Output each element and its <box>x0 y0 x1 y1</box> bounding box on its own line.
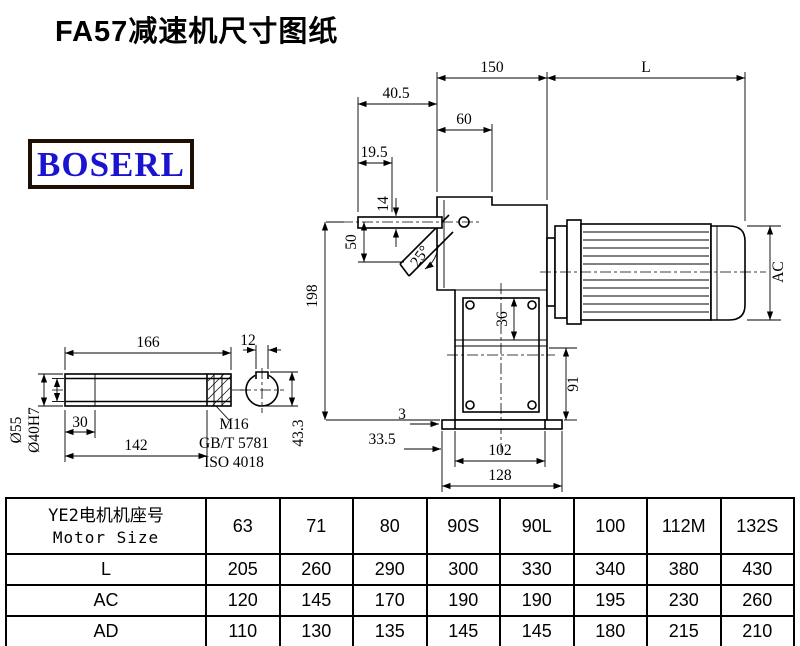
table-cell: 170 <box>352 584 428 617</box>
table-cell: 112M <box>646 497 722 555</box>
table-header-row: YE2电机机座号 Motor Size 63 71 80 90S 90L 100… <box>5 497 795 555</box>
table-cell: 260 <box>278 553 354 586</box>
dim-50: 50 <box>343 234 360 250</box>
dim-30: 30 <box>72 414 88 431</box>
logo-box: BOSERL <box>28 139 194 189</box>
table-cell: 195 <box>572 584 648 617</box>
dim-3: 3 <box>398 406 406 423</box>
row-label: AD <box>5 615 207 646</box>
table-cell: 300 <box>425 553 501 586</box>
table-cell: 120 <box>205 584 281 617</box>
dim-142: 142 <box>124 437 147 454</box>
dim-60: 60 <box>456 111 472 128</box>
dimension-drawing: 150 L 40.5 60 19.5 14 50 25° 198 <box>8 59 787 492</box>
dim-dia-40h7: Ø40H7 <box>26 407 43 453</box>
table-cell: 90L <box>499 497 575 555</box>
table-cell: 330 <box>499 553 575 586</box>
motor-size-header-en: Motor Size <box>52 527 160 547</box>
table-cell: 145 <box>425 615 501 646</box>
dim-19-5: 19.5 <box>360 144 387 161</box>
callout-thread-m16: M16 <box>219 416 249 433</box>
table-row-L: L 205 260 290 300 330 340 380 430 <box>5 553 795 586</box>
table-cell: 290 <box>352 553 428 586</box>
page-title: FA57减速机尺寸图纸 <box>55 16 339 48</box>
table-cell: 100 <box>572 497 648 555</box>
table-cell: 145 <box>278 584 354 617</box>
table-cell: 180 <box>572 615 648 646</box>
dim-L: L <box>641 59 650 76</box>
table-cell: 80 <box>352 497 428 555</box>
table-cell: 380 <box>646 553 722 586</box>
dim-166: 166 <box>136 334 160 351</box>
table-cell: 430 <box>719 553 795 586</box>
dim-128: 128 <box>488 467 512 484</box>
shaft-detail-view: 166 30 142 Ø55 Ø40H7 M16 GB/T 5781 ISO 4… <box>8 334 269 471</box>
callout-std-gbt: GB/T 5781 <box>199 435 269 452</box>
dim-102: 102 <box>488 442 511 459</box>
callout-std-iso: ISO 4018 <box>204 454 264 471</box>
table-cell: 132S <box>719 497 795 555</box>
table-cell: 145 <box>499 615 575 646</box>
table-cell: 110 <box>205 615 281 646</box>
dim-36: 36 <box>494 311 511 327</box>
table-cell: 210 <box>719 615 795 646</box>
table-cell: 90S <box>425 497 501 555</box>
dim-14: 14 <box>375 196 392 212</box>
key-section-view: 12 43.3 <box>240 332 307 447</box>
table-cell: 71 <box>278 497 354 555</box>
dim-dia-55: Ø55 <box>8 416 25 443</box>
dim-33-5: 33.5 <box>368 431 395 448</box>
dim-25deg: 25° <box>407 243 433 271</box>
table-cell: 230 <box>646 584 722 617</box>
table-row-AD: AD 110 130 135 145 145 180 215 210 <box>5 615 795 646</box>
table-cell: 135 <box>352 615 428 646</box>
table-cell: 260 <box>719 584 795 617</box>
dim-40-5: 40.5 <box>382 85 409 102</box>
dimension-table: YE2电机机座号 Motor Size 63 71 80 90S 90L 100… <box>5 497 795 646</box>
dim-43-3: 43.3 <box>290 419 307 446</box>
table-row-AC: AC 120 145 170 190 190 195 230 260 <box>5 584 795 617</box>
motor-size-header-cn: YE2电机机座号 <box>48 505 164 526</box>
table-cell: 215 <box>646 615 722 646</box>
table-cell: 63 <box>205 497 281 555</box>
row-label: L <box>5 553 207 586</box>
dim-91: 91 <box>565 376 582 392</box>
table-cell: 340 <box>572 553 648 586</box>
table-cell: 190 <box>499 584 575 617</box>
main-view-gearbox-motor <box>342 196 766 452</box>
dim-150: 150 <box>480 59 504 76</box>
dim-198: 198 <box>304 284 321 308</box>
row-label: AC <box>5 584 207 617</box>
logo-text: BOSERL <box>37 144 185 184</box>
table-cell: 205 <box>205 553 281 586</box>
table-cell: 130 <box>278 615 354 646</box>
motor-size-header-cell: YE2电机机座号 Motor Size <box>5 497 207 555</box>
table-cell: 190 <box>425 584 501 617</box>
dim-12: 12 <box>240 332 256 349</box>
dim-AC: AC <box>770 261 787 283</box>
